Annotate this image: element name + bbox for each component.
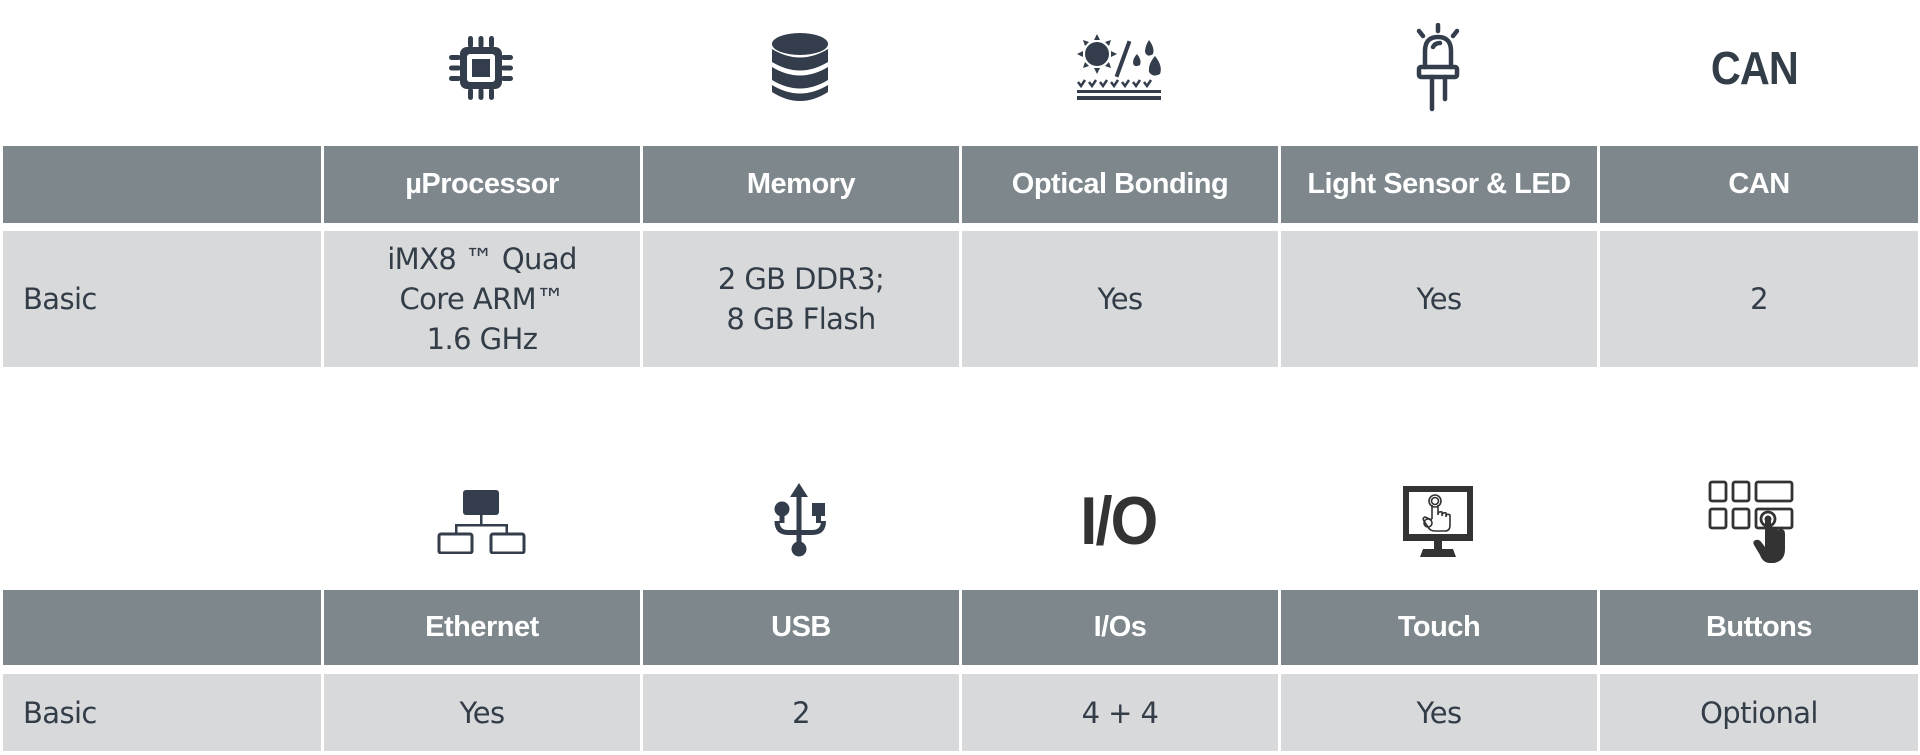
led-icon: [1416, 23, 1459, 112]
header-cell-empty: [3, 146, 321, 223]
touch-screen-icon: [1402, 486, 1473, 557]
header-buttons: Buttons: [1600, 590, 1918, 665]
cell-can: 2: [1600, 231, 1918, 367]
header-processor: µProcessor: [324, 146, 640, 223]
table-row: Basic Yes 2 4 + 4 Yes Optional: [3, 674, 1918, 751]
icons-row-2: I/O: [3, 466, 1911, 576]
sun-rain-protection-icon: [1076, 34, 1161, 100]
icon-cell-memory: [640, 18, 959, 118]
icon-cell-can: CAN: [1597, 18, 1911, 118]
table-header-2: Ethernet USB I/Os Touch Buttons: [3, 590, 1918, 665]
icon-cell-processor: [321, 18, 640, 118]
header-touch: Touch: [1281, 590, 1597, 665]
header-light-sensor-led: Light Sensor & LED: [1281, 146, 1597, 223]
icon-cell-io: I/O: [959, 466, 1278, 576]
memory-line-2: 8 GB Flash: [726, 302, 876, 336]
header-ethernet: Ethernet: [324, 590, 640, 665]
cell-processor: iMX8 ™ Quad Core ARM™ 1.6 GHz: [324, 231, 640, 367]
header-memory: Memory: [643, 146, 959, 223]
icon-cell-ethernet: [321, 466, 640, 576]
database-icon: [771, 33, 828, 101]
table-header-1: µProcessor Memory Optical Bonding Light …: [3, 146, 1918, 223]
header-optical-bonding: Optical Bonding: [962, 146, 1278, 223]
row-label-basic: Basic: [3, 674, 321, 751]
header-can: CAN: [1600, 146, 1918, 223]
io-text-icon: I/O: [1080, 483, 1158, 559]
microprocessor-icon: [448, 36, 513, 100]
icon-cell-optical: [959, 18, 1278, 118]
usb-icon: [774, 483, 826, 557]
icon-cell-led: [1278, 18, 1597, 118]
cell-memory: 2 GB DDR3; 8 GB Flash: [643, 231, 959, 367]
cell-touch: Yes: [1281, 674, 1597, 751]
icon-cell-empty: [3, 18, 321, 118]
icon-cell-buttons: [1597, 466, 1911, 576]
cell-usb: 2: [643, 674, 959, 751]
cell-buttons: Optional: [1600, 674, 1918, 751]
row-label-basic: Basic: [3, 231, 321, 367]
icon-cell-empty: [3, 466, 321, 576]
buttons-keypad-icon: [1708, 480, 1794, 563]
can-text-icon: CAN: [1710, 42, 1798, 94]
cell-light-sensor-led: Yes: [1281, 231, 1597, 367]
icon-cell-usb: [640, 466, 959, 576]
icon-cell-touch: [1278, 466, 1597, 576]
processor-line-2: Core ARM™: [399, 282, 566, 316]
header-usb: USB: [643, 590, 959, 665]
processor-line-1: iMX8 ™ Quad: [387, 242, 577, 276]
header-ios: I/Os: [962, 590, 1278, 665]
cell-optical-bonding: Yes: [962, 231, 1278, 367]
table-row: Basic iMX8 ™ Quad Core ARM™ 1.6 GHz 2 GB…: [3, 231, 1918, 367]
cell-ios: 4 + 4: [962, 674, 1278, 751]
processor-line-3: 1.6 GHz: [426, 322, 538, 356]
memory-line-1: 2 GB DDR3;: [717, 262, 885, 296]
cell-ethernet: Yes: [324, 674, 640, 751]
icons-row-1: CAN: [3, 18, 1911, 118]
header-cell-empty: [3, 590, 321, 665]
ethernet-network-icon: [437, 490, 525, 554]
